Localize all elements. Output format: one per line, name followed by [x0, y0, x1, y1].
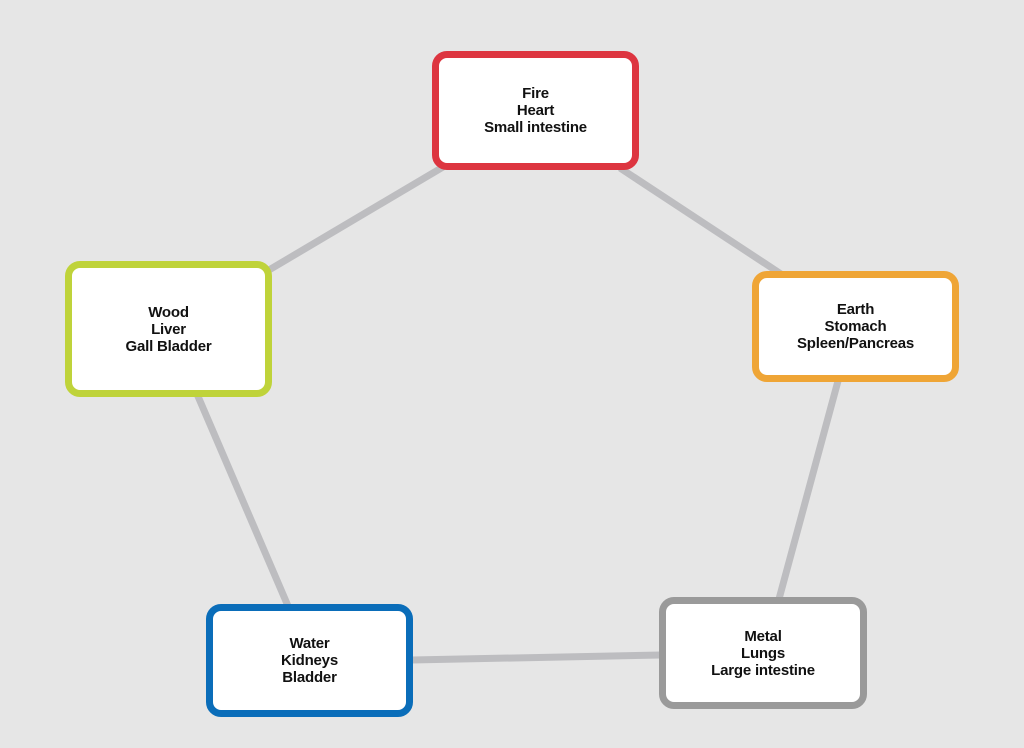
fire-organ-label-2: Small intestine — [484, 119, 587, 136]
metal-node: Metal Lungs Large intestine — [659, 597, 867, 709]
metal-element-label: Metal — [744, 627, 782, 645]
wood-organ-label-2: Gall Bladder — [125, 337, 212, 355]
edge-wood-fire — [267, 163, 445, 274]
edge-water-wood — [193, 392, 292, 608]
metal-organ-label-2: Large intestine — [711, 661, 815, 679]
wood-node: Wood Liver Gall Bladder — [65, 261, 272, 397]
water-element-label: Water — [289, 635, 330, 652]
earth-organ-label-1: Stomach — [824, 318, 887, 335]
fire-element-label: Fire — [522, 85, 549, 102]
fire-node: Fire Heart Small intestine — [432, 51, 639, 170]
earth-node: Earth Stomach Spleen/Pancreas — [752, 271, 959, 382]
metal-organ-label-1: Lungs — [741, 644, 785, 662]
edge-fire-earth — [618, 165, 783, 277]
water-organ-label-2: Bladder — [282, 669, 337, 686]
water-organ-label-1: Kidneys — [281, 652, 338, 669]
earth-organ-label-2: Spleen/Pancreas — [796, 335, 915, 352]
wood-element-label: Wood — [148, 303, 189, 321]
fire-organ-label-1: Heart — [516, 102, 555, 119]
edge-earth-metal — [775, 380, 842, 600]
earth-element-label: Earth — [836, 301, 875, 318]
edge-metal-water — [411, 651, 662, 664]
wood-organ-label-1: Liver — [151, 320, 186, 338]
water-node: Water Kidneys Bladder — [206, 604, 413, 717]
